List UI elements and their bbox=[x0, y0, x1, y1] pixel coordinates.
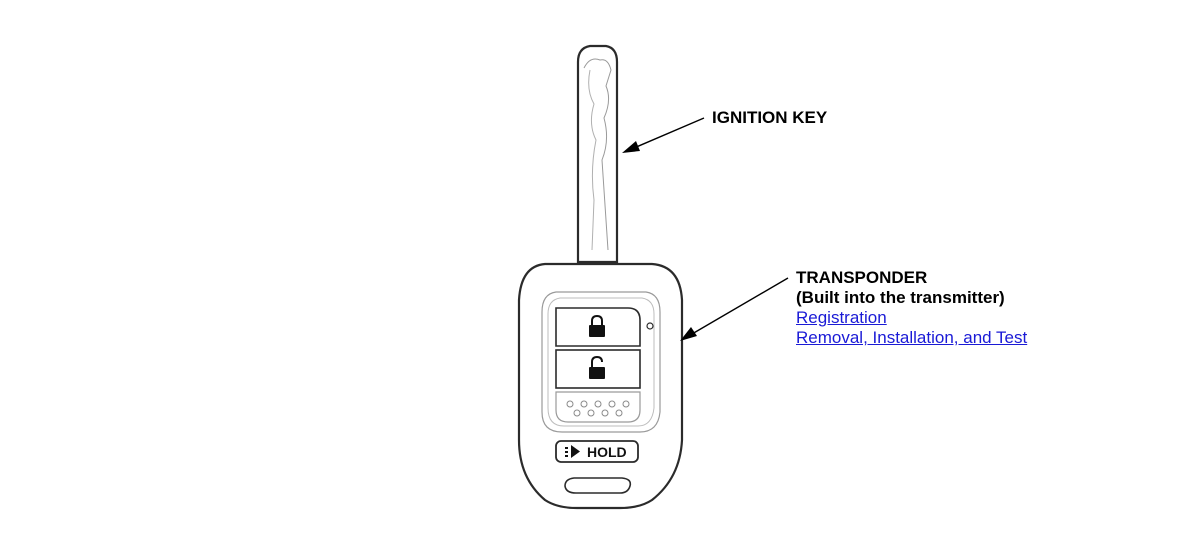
ignition-key-label: IGNITION KEY bbox=[712, 108, 828, 127]
lock-closed-icon bbox=[589, 314, 605, 337]
removal-installation-test-link[interactable]: Removal, Installation, and Test bbox=[796, 328, 1028, 347]
panic-dots-icon bbox=[566, 400, 630, 417]
hold-label: HOLD bbox=[587, 444, 627, 460]
lock-button[interactable] bbox=[555, 307, 641, 347]
ignition-key-blade bbox=[576, 44, 619, 264]
registration-link[interactable]: Registration bbox=[796, 308, 887, 327]
ignition-key-leader-line bbox=[622, 117, 705, 153]
panic-button[interactable] bbox=[555, 391, 641, 423]
transponder-title: TRANSPONDER bbox=[796, 268, 928, 287]
lock-open-icon bbox=[589, 355, 605, 379]
unlock-button[interactable] bbox=[555, 349, 641, 389]
transponder-leader-line bbox=[680, 277, 789, 341]
transponder-subtitle: (Built into the transmitter) bbox=[796, 288, 1005, 307]
key-ring-slot bbox=[564, 477, 632, 494]
remote-start-icon bbox=[565, 445, 580, 458]
hold-button[interactable]: HOLD bbox=[555, 440, 639, 463]
transponder-callout: TRANSPONDER (Built into the transmitter)… bbox=[796, 268, 1027, 348]
